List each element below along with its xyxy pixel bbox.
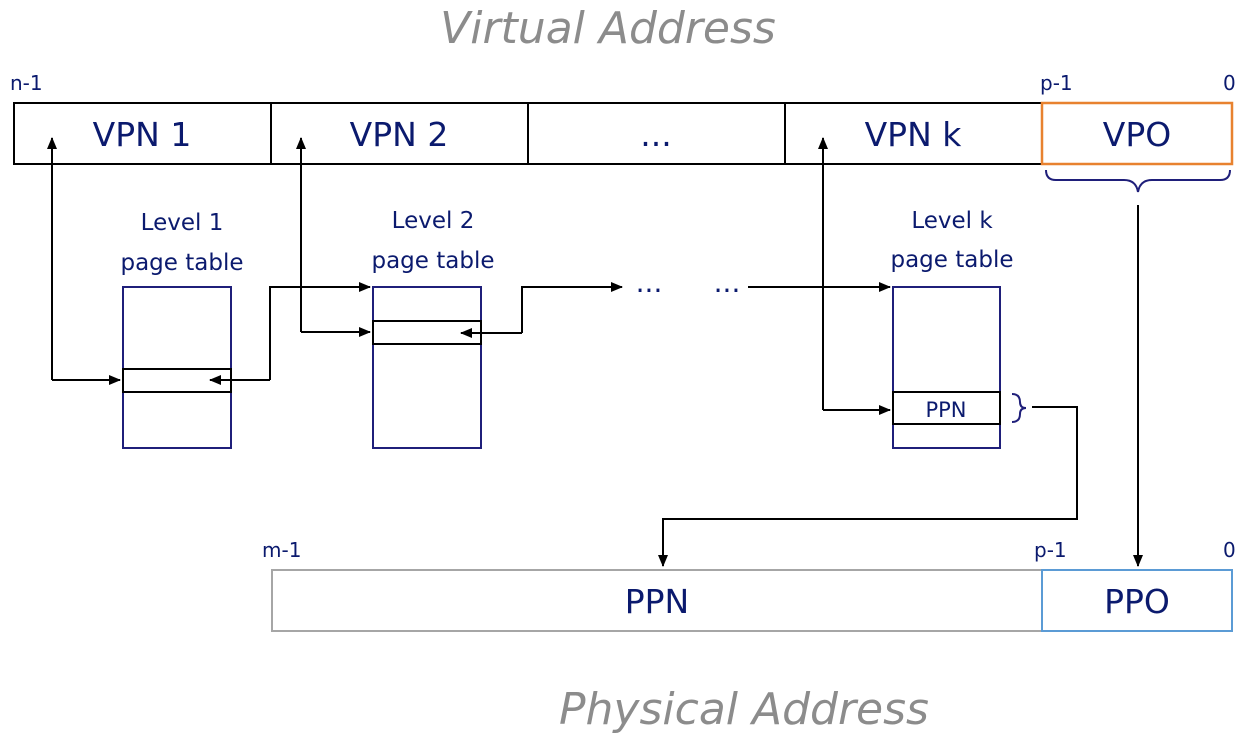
va-bit-high: n-1 [10, 71, 43, 95]
vpo-label: VPO [1103, 115, 1171, 154]
vpo-field [1040, 101, 1234, 166]
levelk-page-table: PPN [892, 286, 1001, 449]
va-bit-low: 0 [1223, 71, 1236, 95]
l1-to-l2-arrow [269, 282, 371, 380]
pa-bit-low: 0 [1223, 538, 1236, 562]
ppn-field [271, 569, 1043, 632]
virtual-address-register: VPN 1 VPN 2 ... VPN k VPO [13, 101, 1234, 166]
va-bit-mid: p-1 [1040, 71, 1073, 95]
virtual-address-title: Virtual Address [440, 3, 776, 54]
ppn-to-physical-arrow [658, 406, 1078, 567]
physical-address-title: Physical Address [559, 684, 929, 735]
levelk-table-label-line1: Level k [911, 208, 993, 234]
levelk-table-entry [892, 391, 1001, 425]
vpn2-field: VPN 2 [350, 115, 449, 154]
level2-table-label-line1: Level 2 [392, 208, 475, 234]
ellipsis-left: ... [636, 266, 663, 299]
ppo-label: PPO [1104, 582, 1170, 621]
vpnk-field: VPN k [865, 115, 963, 154]
l2-to-next-arrow [521, 282, 623, 333]
ellipsis-right: ... [714, 266, 741, 299]
pa-bit-mid: p-1 [1034, 538, 1067, 562]
vpo-brace [1045, 169, 1231, 193]
ppn-label: PPN [625, 582, 690, 621]
level2-page-table [372, 286, 482, 449]
connectors [47, 137, 1143, 567]
ppn-brace [1011, 393, 1027, 423]
level2-table-label-line2: page table [371, 248, 494, 274]
vpn1-field: VPN 1 [93, 115, 192, 154]
level1-page-table [122, 286, 232, 449]
levelk-ppn-entry: PPN [925, 398, 966, 422]
pa-bit-high: m-1 [262, 538, 301, 562]
ppo-field [1041, 569, 1233, 632]
vpn-ellipsis-field: ... [640, 115, 671, 154]
levelk-table-label-line2: page table [890, 247, 1013, 273]
level1-table-label-line1: Level 1 [141, 210, 224, 236]
physical-address-register: PPN PPO [271, 569, 1233, 632]
level1-table-label-line2: page table [120, 250, 243, 276]
